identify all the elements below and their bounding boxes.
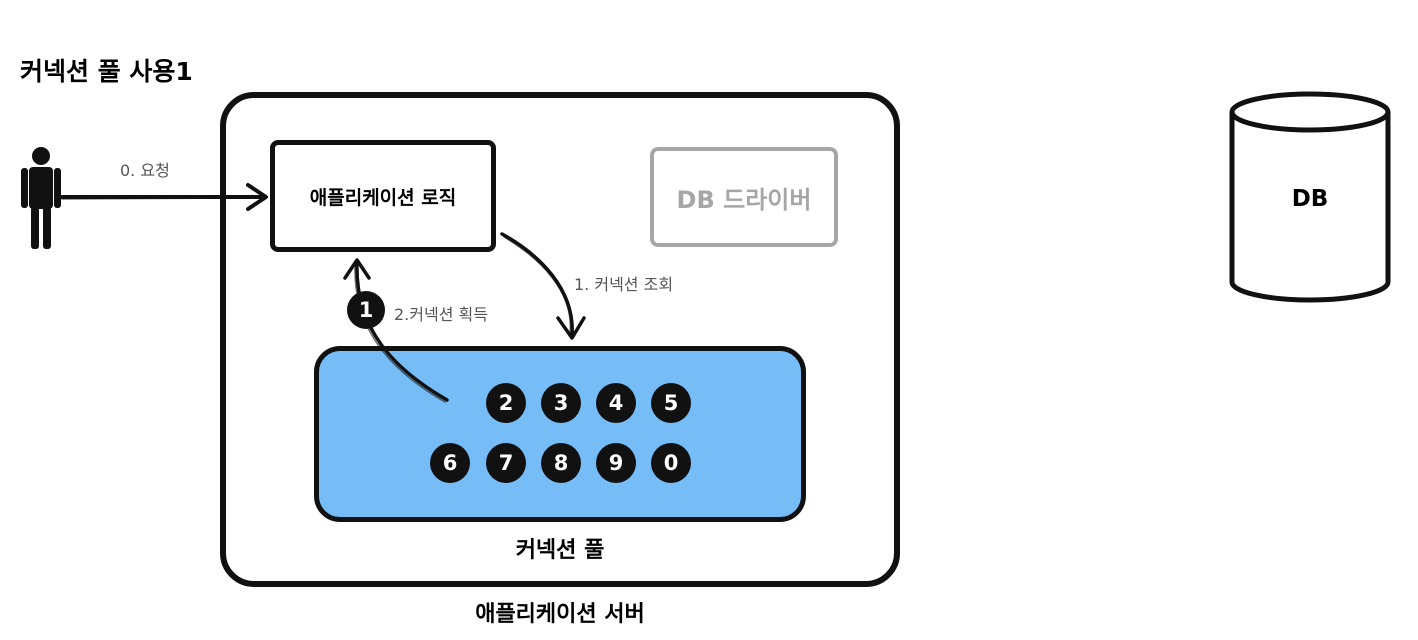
acquire-label: 2.커넥션 획득 — [394, 305, 488, 324]
database-cylinder-icon — [1229, 91, 1391, 303]
connection-5: 5 — [651, 383, 691, 423]
connection-pool-box — [314, 346, 806, 522]
acquire-arrow — [343, 258, 449, 403]
application-logic-box: 애플리케이션 로직 — [270, 140, 496, 252]
person-icon — [21, 147, 61, 249]
application-logic-label: 애플리케이션 로직 — [309, 186, 457, 209]
lookup-label: 1. 커넥션 조회 — [574, 275, 674, 294]
db-driver-box: DB 드라이버 — [650, 147, 838, 247]
connection-7: 7 — [486, 443, 526, 483]
database-label: DB — [1291, 186, 1329, 212]
acquired-connection-1: 1 — [347, 291, 385, 329]
application-server-label: 애플리케이션 서버 — [475, 602, 645, 627]
request-arrow — [60, 183, 268, 211]
request-label: 0. 요청 — [120, 161, 170, 180]
lookup-arrow — [500, 232, 586, 340]
connection-4: 4 — [596, 383, 636, 423]
connection-2: 2 — [486, 383, 526, 423]
connection-6: 6 — [430, 443, 470, 483]
connection-3: 3 — [541, 383, 581, 423]
connection-8: 8 — [541, 443, 581, 483]
db-driver-label: DB 드라이버 — [676, 185, 812, 214]
page-title: 커넥션 풀 사용1 — [20, 57, 193, 86]
connection-pool-label: 커넥션 풀 — [515, 538, 605, 563]
connection-0: 0 — [651, 443, 691, 483]
connection-9: 9 — [596, 443, 636, 483]
